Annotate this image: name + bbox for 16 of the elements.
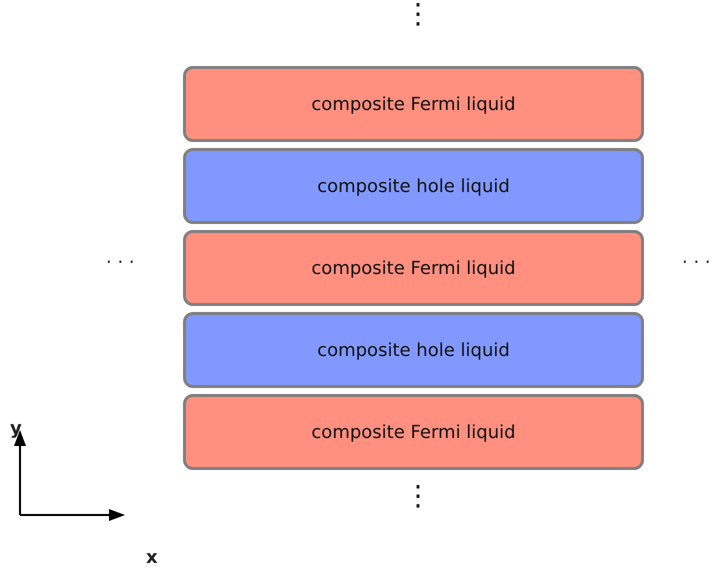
layer-box (183, 148, 644, 224)
layer-box (183, 312, 644, 388)
horizontal-ellipsis: · · · (106, 254, 135, 272)
vertical-ellipsis: ⋮ (404, 0, 432, 28)
layer-label: composite Fermi liquid (311, 422, 516, 442)
horizontal-ellipsis: · · · (682, 254, 711, 272)
layer-box (183, 394, 644, 470)
axis-label: x (146, 549, 158, 567)
vertical-ellipsis: ⋮ (404, 482, 432, 510)
layer-box (183, 66, 644, 142)
layer-label: composite hole liquid (317, 176, 510, 196)
layer-label: composite hole liquid (317, 340, 510, 360)
layer-label: composite Fermi liquid (311, 94, 516, 114)
layer-box (183, 230, 644, 306)
layer-label: composite Fermi liquid (311, 258, 516, 278)
axis-label: y (10, 420, 22, 438)
